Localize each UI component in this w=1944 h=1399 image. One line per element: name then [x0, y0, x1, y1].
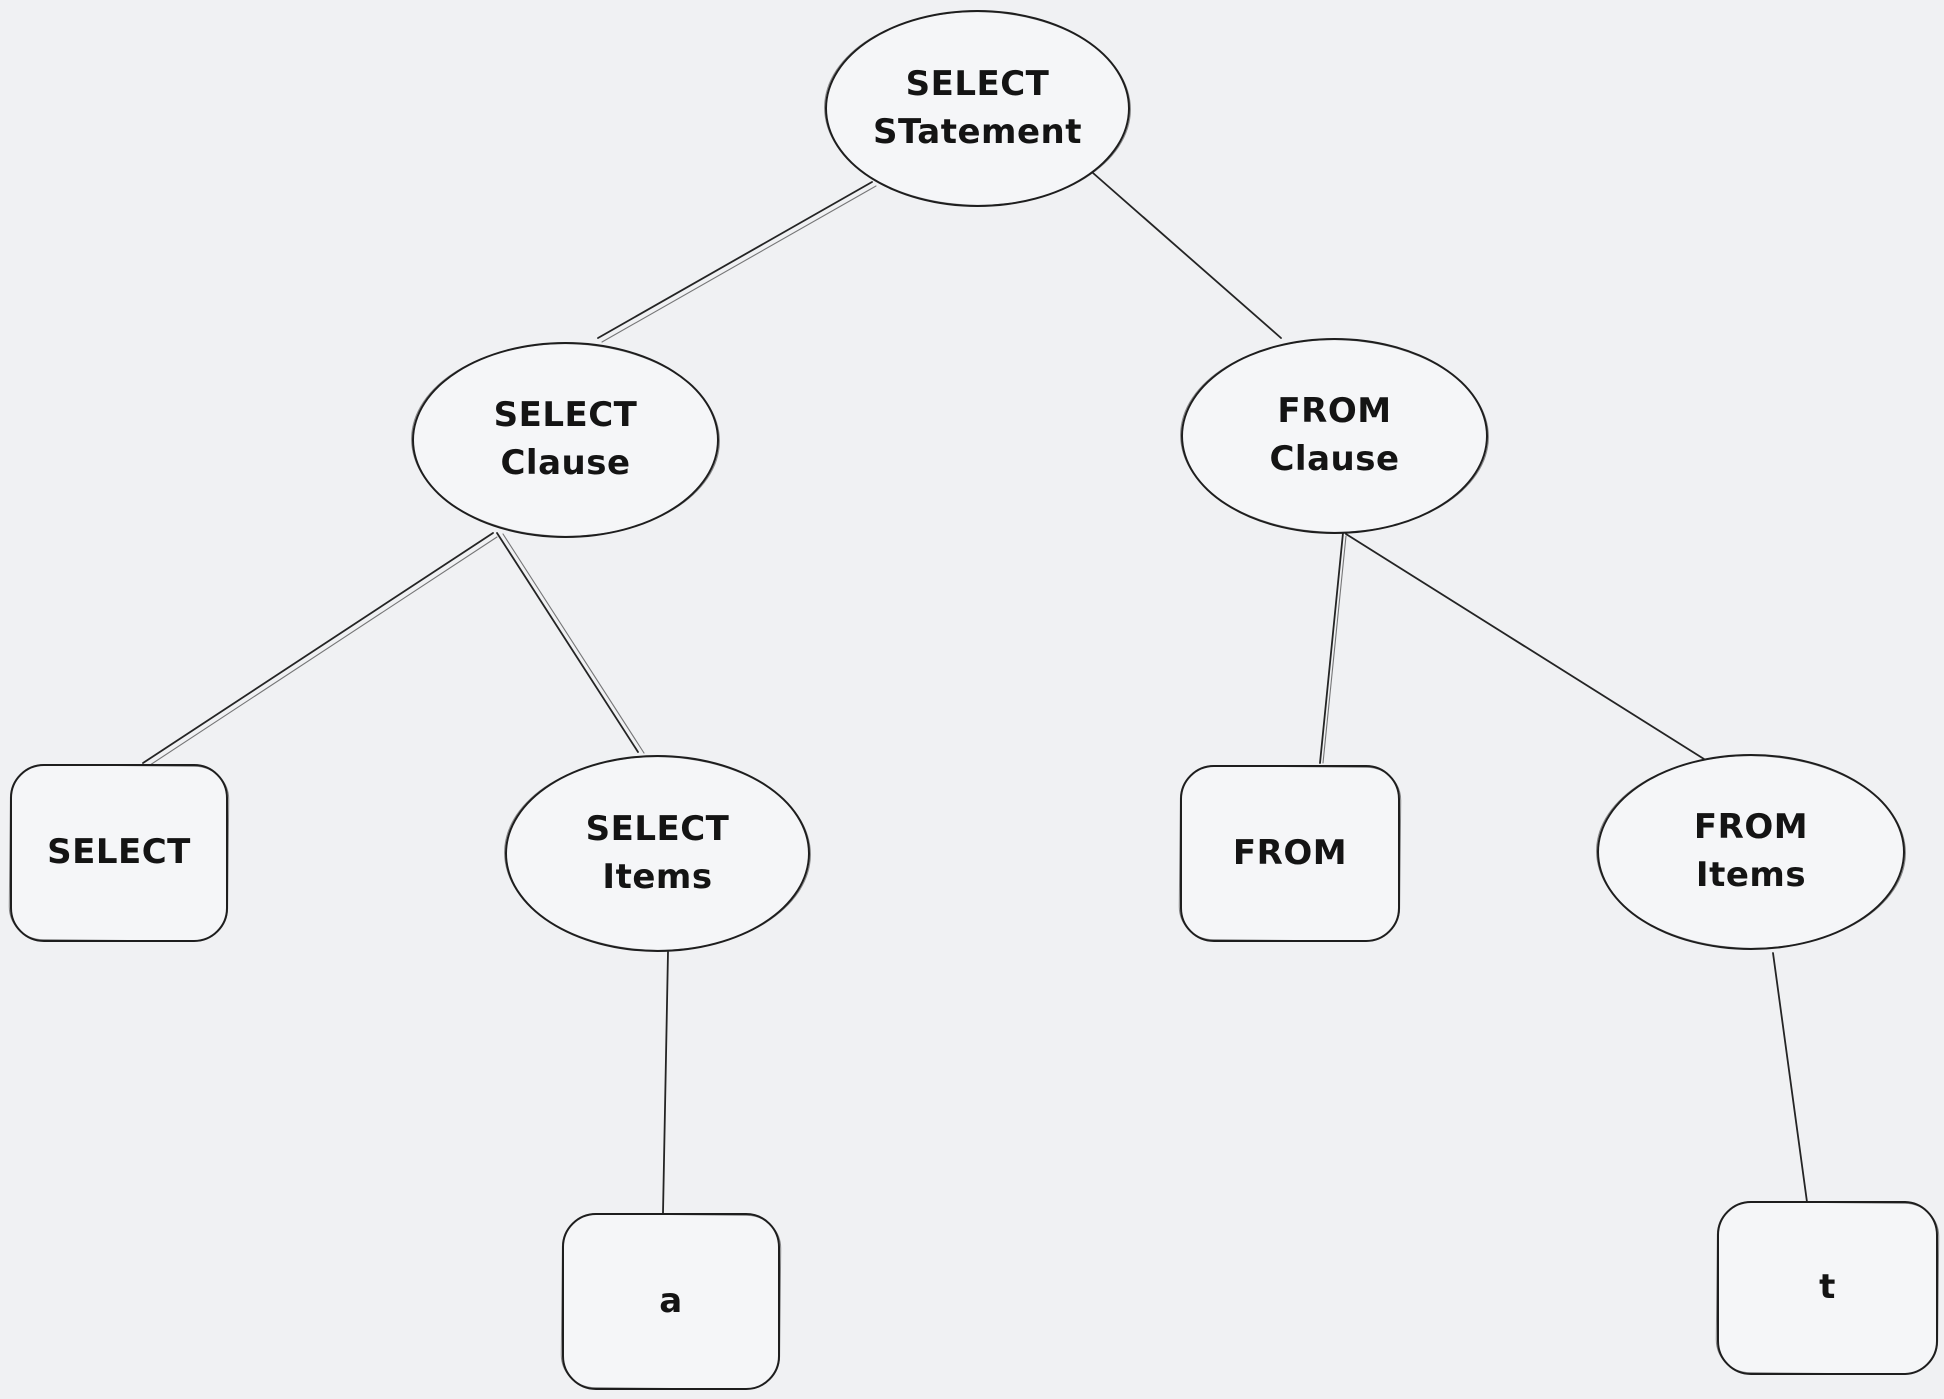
node-a-leaf: a	[562, 1213, 780, 1390]
edge-select-clause-to-select-keyword	[142, 532, 494, 764]
node-select-statement: SELECT STatement	[825, 10, 1130, 207]
edge-from-clause-to-from-keyword-sketch	[1322, 535, 1347, 764]
node-from-clause-label: FROM Clause	[1269, 391, 1400, 479]
node-select-clause: SELECT Clause	[412, 342, 719, 538]
node-from-items: FROM Items	[1597, 754, 1905, 950]
edge-from-clause-to-from-items	[1345, 533, 1705, 760]
node-a-leaf-label: a	[659, 1280, 683, 1321]
edge-from-clause-to-from-keyword	[1319, 532, 1344, 764]
edge-select-clause-to-select-items-sketch	[502, 533, 645, 754]
node-select-statement-label: SELECT STatement	[873, 63, 1082, 152]
node-t-leaf-label: t	[1819, 1267, 1836, 1308]
edge-from-items-to-t-leaf	[1772, 952, 1808, 1203]
node-select-clause-label: SELECT Clause	[493, 395, 638, 483]
node-select-keyword-label: SELECT	[47, 832, 191, 873]
node-t-leaf: t	[1717, 1201, 1938, 1375]
node-select-items-label: SELECT Items	[585, 808, 730, 897]
edge-select-items-to-a-leaf	[662, 951, 669, 1214]
edge-select-statement-to-select-clause	[597, 181, 873, 339]
edge-select-statement-to-from-clause	[1092, 172, 1282, 339]
node-from-keyword: FROM	[1180, 765, 1400, 942]
edge-select-clause-to-select-items	[496, 532, 639, 753]
edge-select-statement-to-select-clause-sketch	[601, 185, 877, 343]
node-select-keyword: SELECT	[10, 764, 228, 942]
edge-select-clause-to-select-keyword-sketch	[146, 536, 498, 768]
node-from-keyword-label: FROM	[1232, 832, 1348, 873]
node-from-items-label: FROM Items	[1693, 807, 1809, 895]
node-select-items: SELECT Items	[505, 755, 810, 952]
node-from-clause: FROM Clause	[1181, 338, 1488, 534]
